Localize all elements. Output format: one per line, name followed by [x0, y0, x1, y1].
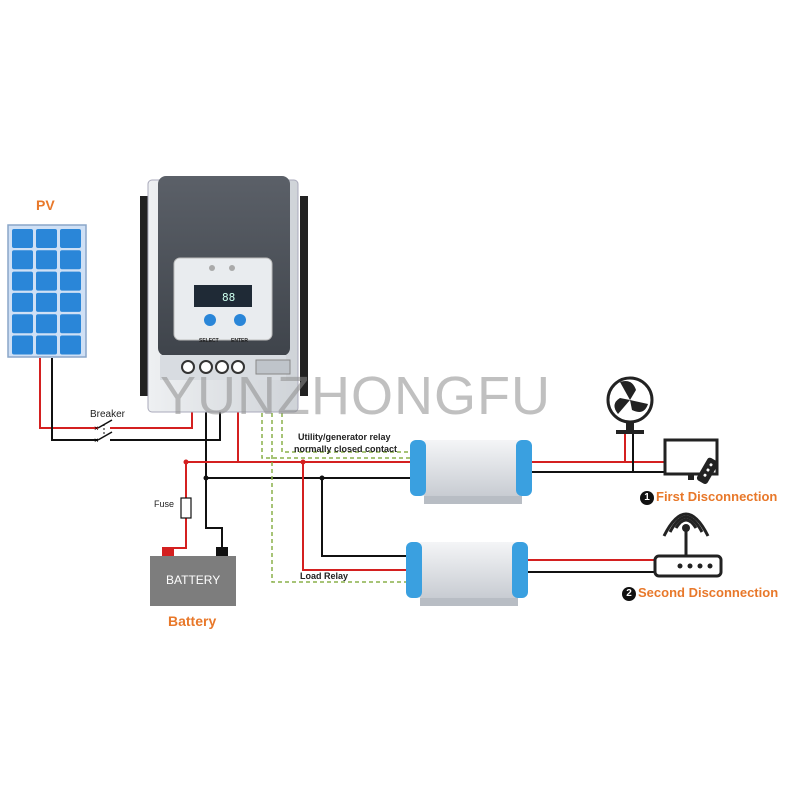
pv-positive-wire	[39, 358, 98, 429]
relay1-label-line2: normally closed contact	[294, 444, 398, 454]
solar-cell	[60, 271, 81, 291]
inverter2-positive-wire	[302, 462, 410, 571]
pv-label: PV	[36, 197, 55, 213]
breaker-label: Breaker	[90, 409, 126, 420]
remote-icon	[696, 457, 719, 485]
solar-cell	[12, 292, 33, 312]
select-button[interactable]	[204, 314, 216, 326]
first-number-badge: 1	[640, 491, 654, 505]
lcd-display	[194, 285, 252, 307]
mppt-controller: 88	[140, 176, 308, 413]
battery-box-label: BATTERY	[166, 573, 221, 587]
breaker-icon: × ×	[94, 419, 113, 445]
wires	[39, 358, 665, 583]
enter-label: ENTER	[231, 338, 248, 344]
relay1-wire	[261, 378, 410, 459]
solar-cell	[12, 335, 33, 355]
fan-icon	[606, 376, 654, 434]
solar-cell	[12, 314, 33, 334]
pv-negative-wire	[51, 358, 98, 441]
enter-button[interactable]	[234, 314, 246, 326]
battery-label: Battery	[168, 613, 217, 629]
svg-text:×: ×	[94, 424, 99, 433]
router-icon	[653, 512, 723, 578]
fuse-icon	[180, 497, 192, 519]
solar-cell	[36, 250, 57, 270]
solar-cell	[36, 335, 57, 355]
second-number-badge: 2	[622, 587, 636, 601]
solar-panel-icon	[7, 224, 87, 358]
fuse-label: Fuse	[154, 499, 175, 509]
solar-cell	[36, 271, 57, 291]
fuse-to-battery-wire	[170, 516, 187, 549]
inverter-2	[406, 542, 528, 606]
select-label: SELECT	[199, 338, 219, 344]
solar-cell	[12, 250, 33, 270]
solar-cell	[60, 250, 81, 270]
inverter2-negative-wire	[321, 478, 410, 557]
second-disconnection-text: Second Disconnection	[638, 585, 779, 600]
solar-cell	[36, 314, 57, 334]
solar-cell	[36, 229, 57, 248]
relay1-label-line1: Utility/generator relay	[298, 432, 391, 442]
solar-cell	[60, 292, 81, 312]
load-relay-label: Load Relay	[300, 571, 349, 581]
solar-cell	[60, 229, 81, 248]
solar-cell	[12, 271, 33, 291]
battery-negative-wire	[205, 378, 223, 548]
lcd-readout: 88	[222, 291, 235, 304]
solar-cell	[12, 229, 33, 248]
first-disconnection-text: First Disconnection	[656, 489, 778, 504]
solar-cell	[60, 314, 81, 334]
battery-icon	[150, 547, 236, 606]
svg-text:×: ×	[94, 436, 99, 445]
relay2-wire	[271, 378, 410, 583]
solar-cell	[60, 335, 81, 355]
watermark-text: YUNZHONGFU	[160, 366, 551, 426]
inverter-1	[410, 440, 532, 504]
solar-cell	[36, 292, 57, 312]
